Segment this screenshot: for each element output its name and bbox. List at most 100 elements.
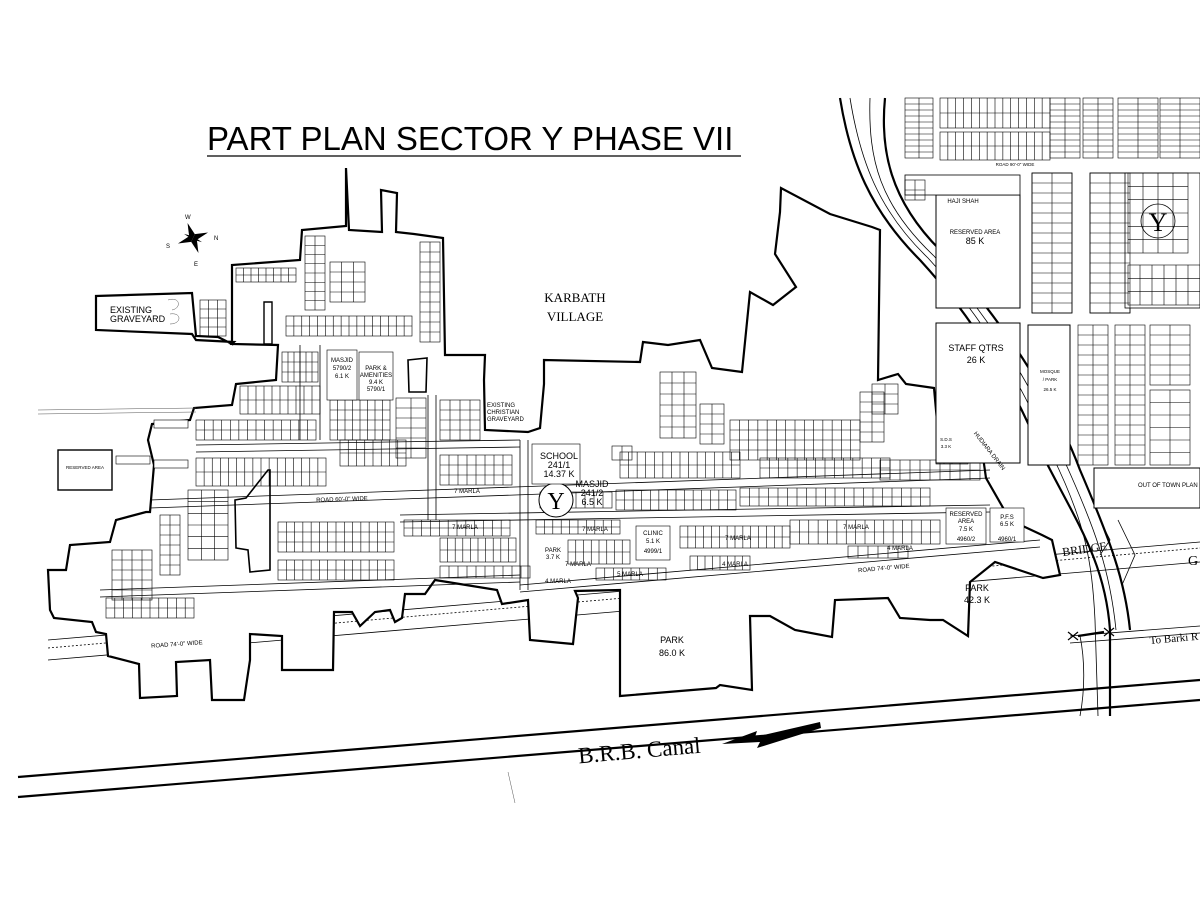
compass-rose-icon: [177, 222, 209, 254]
svg-text:42.3 K: 42.3 K: [964, 595, 990, 605]
plot-row: [1127, 264, 1200, 306]
out-of-town-label: OUT OF TOWN PLAN: [1138, 483, 1198, 489]
reserved-area-small-label: RESERVED AREA 7.5 K 4960/2: [945, 507, 987, 545]
plot-row: [285, 315, 413, 337]
svg-text:CLINIC: CLINIC: [643, 531, 663, 537]
svg-text:14.37 K: 14.37 K: [543, 469, 574, 479]
svg-text:PARK: PARK: [965, 583, 989, 593]
mosque-park-label: MOSQUE / PARK 26.5 K: [1040, 369, 1060, 392]
svg-text:85 K: 85 K: [966, 236, 985, 246]
plot-row: [419, 241, 441, 343]
svg-text:9.4 K: 9.4 K: [369, 380, 383, 386]
svg-text:26 K: 26 K: [967, 355, 986, 365]
svg-text:VILLAGE: VILLAGE: [547, 309, 603, 324]
svg-text:AREA: AREA: [958, 519, 974, 525]
marla-label: 7 MARLA: [565, 562, 591, 568]
marla-label: 7 MARLA: [843, 525, 869, 531]
flow-arrow-icon: [722, 722, 821, 748]
svg-text:RESERVED: RESERVED: [950, 512, 984, 518]
plot-row: [439, 537, 517, 563]
plot-row: [1149, 324, 1191, 386]
svg-text:6.5 K: 6.5 K: [581, 497, 602, 507]
svg-text:CHRISTIAN: CHRISTIAN: [487, 410, 519, 416]
outside-parcels: RESERVED AREA: [57, 419, 189, 491]
plot-row: [1089, 172, 1131, 314]
plot-row: [195, 457, 327, 487]
svg-text:PARK: PARK: [545, 548, 561, 554]
bridge-marker-icon: [1067, 627, 1115, 641]
svg-text:4999/1: 4999/1: [644, 549, 663, 555]
park-big-label: PARK 86.0 K: [659, 635, 685, 658]
plot-row: [199, 299, 227, 337]
svg-text:EXISTING: EXISTING: [487, 403, 515, 409]
plot-row: [195, 419, 317, 441]
plot-row: [339, 439, 407, 467]
plot-row: [439, 454, 513, 486]
sds-label: S.D.S 3.3 K: [940, 437, 952, 449]
svg-text:86.0 K: 86.0 K: [659, 648, 685, 658]
svg-text:MOSQUE: MOSQUE: [1040, 369, 1060, 374]
park-42-label: PARK 42.3 K: [964, 583, 990, 605]
plot-row: [1159, 97, 1200, 159]
christian-graveyard-label: EXISTING CHRISTIAN GRAVEYARD: [487, 403, 524, 423]
road-74-left-label: ROAD 74'-0" WIDE: [151, 640, 203, 650]
bridge-label: BRIDGE: [1061, 539, 1107, 559]
plot-row: [1127, 172, 1189, 254]
plot-row: [1117, 97, 1159, 159]
plot-row: [729, 419, 861, 461]
svg-text:MASJID: MASJID: [575, 479, 609, 489]
page-title: PART PLAN SECTOR Y PHASE VII: [207, 120, 733, 157]
masjid-2-label: MASJID 241/2 6.5 K: [575, 479, 609, 507]
plot-row: [187, 489, 229, 561]
plot-grids: [105, 235, 981, 619]
plot-row: [159, 514, 181, 576]
pfs-label: P.F.S 6.5 K 4960/1: [989, 507, 1025, 543]
plot-row: [111, 549, 153, 601]
svg-text:PARK &: PARK &: [365, 366, 387, 372]
plot-row: [281, 351, 319, 383]
plot-row: [329, 261, 366, 303]
park-amenities-label: PARK & AMENITIES 9.4 K 5790/1: [358, 351, 394, 401]
reserved-85-label: RESERVED AREA 85 K: [950, 230, 1001, 246]
plot-row: [739, 487, 931, 507]
compass-e: E: [194, 262, 198, 268]
plot-row: [1114, 324, 1146, 466]
plot-row: [904, 97, 934, 159]
svg-text:GRAVEYARD: GRAVEYARD: [487, 417, 524, 423]
compass-n: N: [214, 236, 218, 242]
svg-text:EXISTING: EXISTING: [110, 305, 152, 315]
marla-label: 5 MARLA: [617, 572, 643, 578]
svg-text:5790/2: 5790/2: [333, 366, 352, 372]
haji-shah-label: HAJI SHAH: [947, 199, 978, 205]
plot-row: [619, 451, 741, 479]
plot-row: [939, 131, 1051, 161]
compass-w: W: [185, 215, 191, 221]
svg-text:6.5 K: 6.5 K: [1000, 522, 1014, 528]
plot-row: [847, 545, 909, 559]
clinic-label: CLINIC 5.1 K 4999/1: [635, 525, 671, 561]
svg-text:4960/2: 4960/2: [957, 537, 976, 543]
plot-row: [939, 97, 1051, 129]
staff-qtrs-label: STAFF QTRS 26 K: [948, 343, 1003, 365]
g-letter-label: G: [1188, 554, 1198, 569]
compass-s: S: [166, 244, 170, 250]
plot-row: [535, 519, 621, 535]
to-barki-label: To Barki R: [1149, 631, 1199, 647]
existing-graveyard-label: EXISTING GRAVEYARD: [110, 298, 180, 325]
plot-row: [615, 489, 737, 511]
svg-text:PARK: PARK: [660, 635, 684, 645]
svg-text:RESERVED AREA: RESERVED AREA: [950, 230, 1001, 236]
plot-row: [235, 267, 297, 283]
plot-row: [1149, 389, 1191, 466]
plot-row: [239, 385, 321, 415]
svg-text:7.5 K: 7.5 K: [959, 527, 973, 533]
svg-text:STAFF QTRS: STAFF QTRS: [948, 343, 1003, 353]
svg-text:AMENITIES: AMENITIES: [360, 373, 392, 379]
plot-row: [595, 567, 667, 581]
marla-label: 7 MARLA: [452, 525, 478, 531]
svg-text:26.5 K: 26.5 K: [1043, 387, 1056, 392]
plot-row: [611, 445, 633, 461]
svg-text:6.1 K: 6.1 K: [335, 374, 349, 380]
marla-label: 4 MARLA: [887, 546, 913, 552]
